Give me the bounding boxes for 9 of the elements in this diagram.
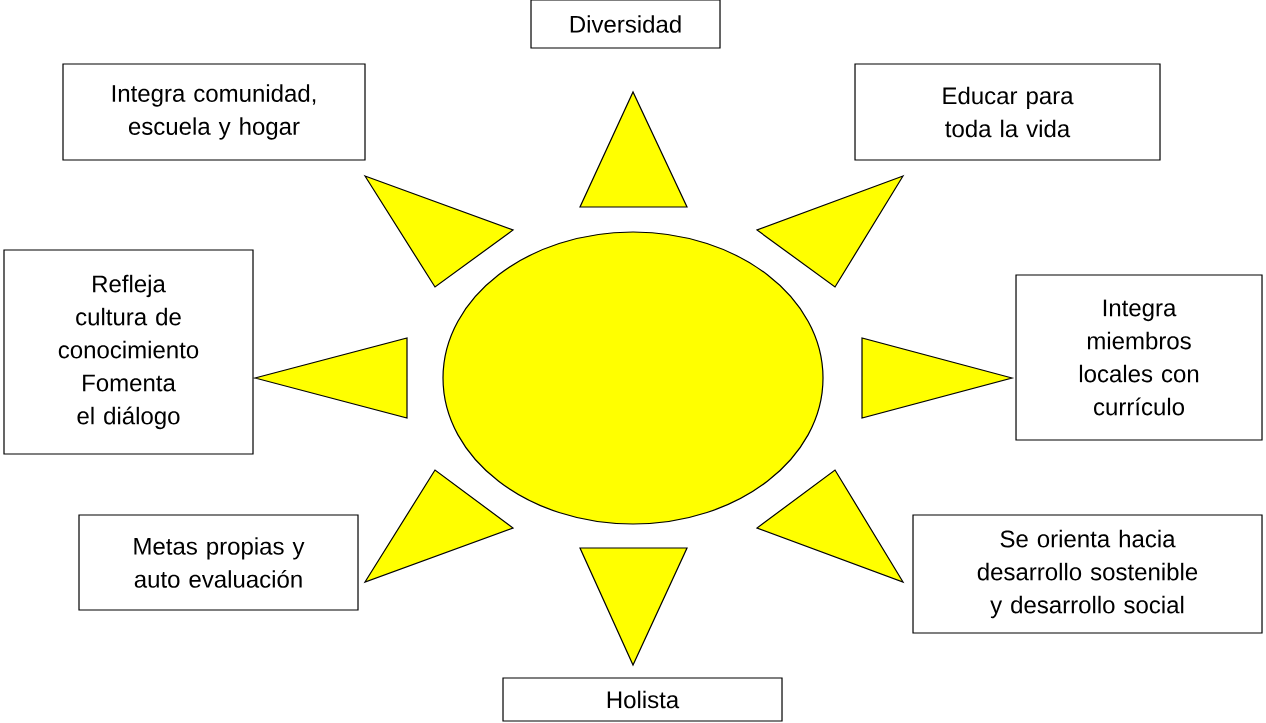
text-box: Integra miembros locales con currículo (1015, 274, 1263, 441)
sun-ellipse (442, 231, 824, 525)
text-box: Integra comunidad, escuela y hogar (62, 63, 366, 161)
text-box: Se orienta hacia desarrollo sostenible y desarrollo social (912, 514, 1263, 634)
text-box: Holista (502, 677, 783, 722)
text-box: Refleja cultura de conocimiento Fomenta el diálogo (3, 249, 254, 455)
text-box: Educar para toda la vida (854, 63, 1161, 161)
text-box: Diversidad (530, 0, 721, 49)
text-box: Metas propias y auto evaluación (78, 514, 359, 611)
